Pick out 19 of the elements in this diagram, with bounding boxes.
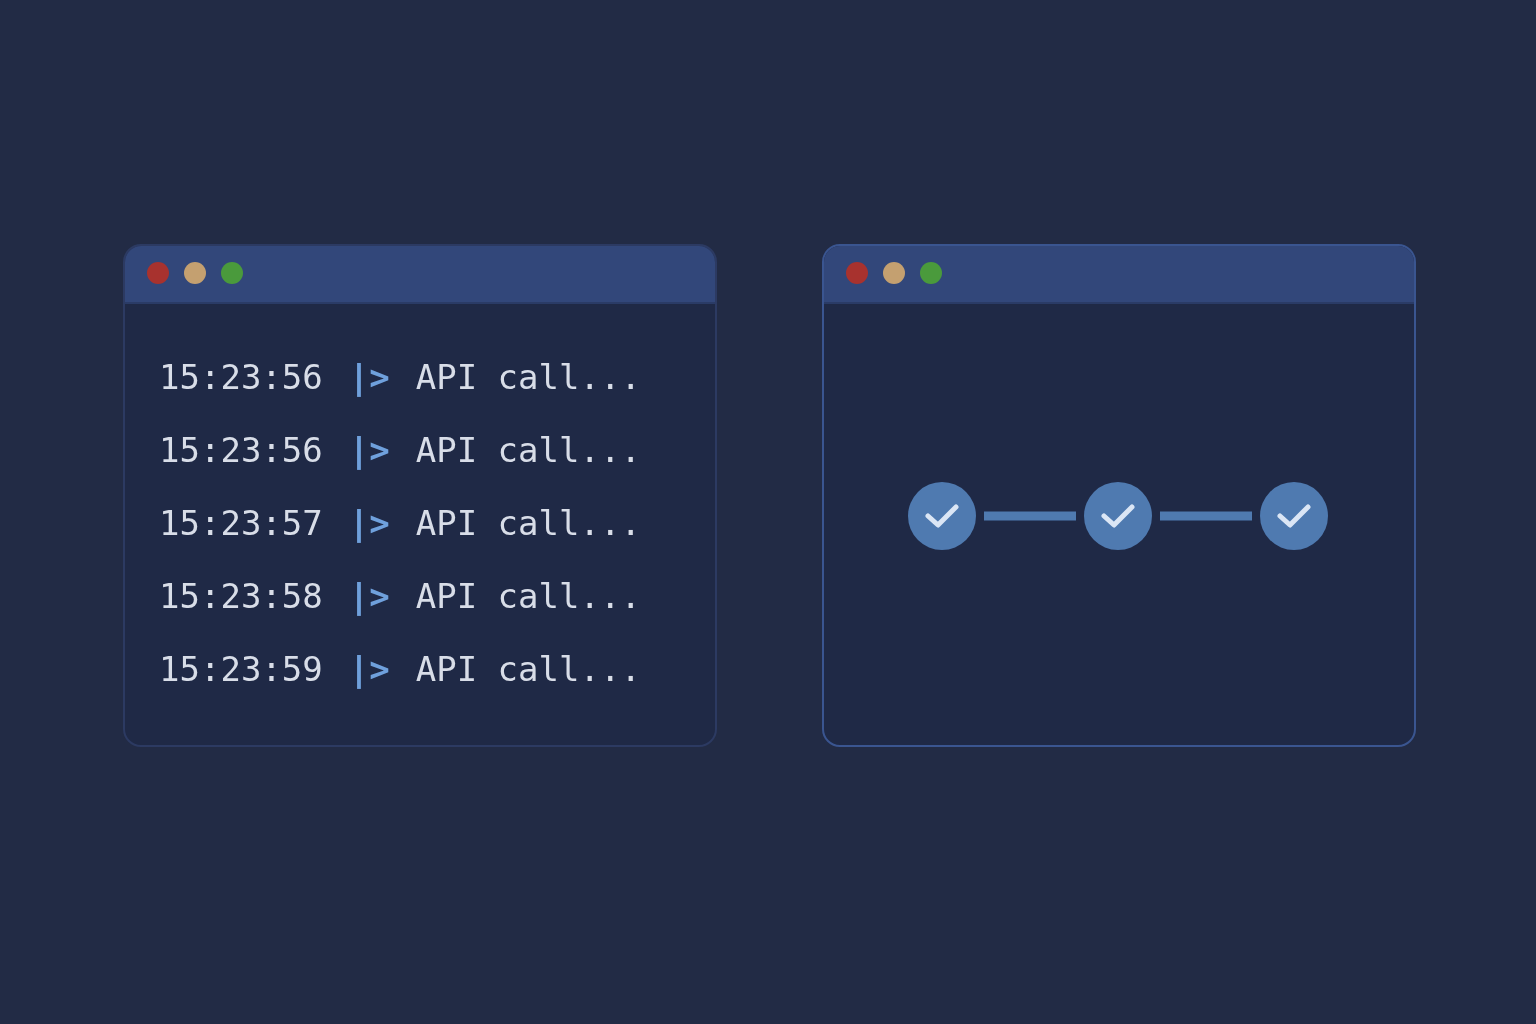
app-window bbox=[822, 244, 1416, 747]
timestamp: 15:23:59 bbox=[159, 648, 323, 691]
app-window bbox=[123, 244, 717, 747]
prompt-symbol: |> bbox=[348, 648, 390, 691]
connector-line bbox=[1160, 511, 1252, 521]
prompt-symbol: |> bbox=[348, 429, 390, 472]
timestamp: 15:23:57 bbox=[159, 502, 323, 545]
log-message: API call... bbox=[415, 356, 641, 399]
log-message: API call... bbox=[415, 502, 641, 545]
log-message: API call... bbox=[415, 575, 641, 618]
log-message: API call... bbox=[415, 648, 641, 691]
connector-line bbox=[984, 511, 1076, 521]
timestamp: 15:23:58 bbox=[159, 575, 323, 618]
prompt-symbol: |> bbox=[348, 575, 390, 618]
log-message: API call... bbox=[415, 429, 641, 472]
timestamp: 15:23:56 bbox=[159, 356, 323, 399]
prompt-symbol: |> bbox=[348, 356, 390, 399]
timestamp: 15:23:56 bbox=[159, 429, 323, 472]
prompt-symbol: |> bbox=[348, 502, 390, 545]
